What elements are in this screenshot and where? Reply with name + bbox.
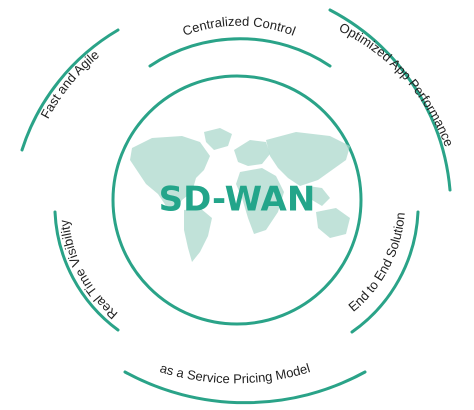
label-left-text: Real Time Visibility bbox=[57, 219, 121, 323]
arc-top-right bbox=[328, 8, 452, 192]
label-top-text: Centralized Control bbox=[181, 14, 298, 39]
arc-left bbox=[53, 210, 120, 332]
australia-shape bbox=[316, 208, 350, 238]
north-america-shape bbox=[130, 136, 210, 210]
label-top-right-text: Optimized App Performance bbox=[337, 20, 457, 149]
southeast-asia-shape bbox=[308, 186, 330, 206]
asia-shape bbox=[266, 132, 350, 186]
greenland-shape bbox=[204, 128, 232, 150]
label-end-to-end-solution: End to End Solution bbox=[345, 212, 407, 315]
label-bottom-text: as a Service Pricing Model bbox=[158, 360, 312, 386]
label-top-left-text: Fast and Agile bbox=[37, 47, 101, 121]
arc-bottom bbox=[123, 370, 367, 405]
south-america-shape bbox=[184, 208, 212, 262]
center-title: SD-WAN bbox=[159, 180, 316, 220]
arc-top-left bbox=[20, 28, 120, 152]
label-service-pricing-model: as a Service Pricing Model bbox=[158, 360, 312, 386]
arc-top bbox=[148, 37, 332, 68]
label-real-time-visibility: Real Time Visibility bbox=[57, 219, 121, 323]
center-ring bbox=[111, 74, 363, 326]
europe-shape bbox=[234, 140, 270, 166]
world-map bbox=[130, 128, 350, 262]
label-right-text: End to End Solution bbox=[345, 212, 407, 315]
label-optimized-app-performance: Optimized App Performance bbox=[337, 20, 457, 149]
label-fast-and-agile: Fast and Agile bbox=[37, 47, 101, 121]
label-centralized-control: Centralized Control bbox=[181, 14, 298, 39]
africa-shape bbox=[236, 168, 284, 234]
arc-right bbox=[350, 210, 420, 334]
